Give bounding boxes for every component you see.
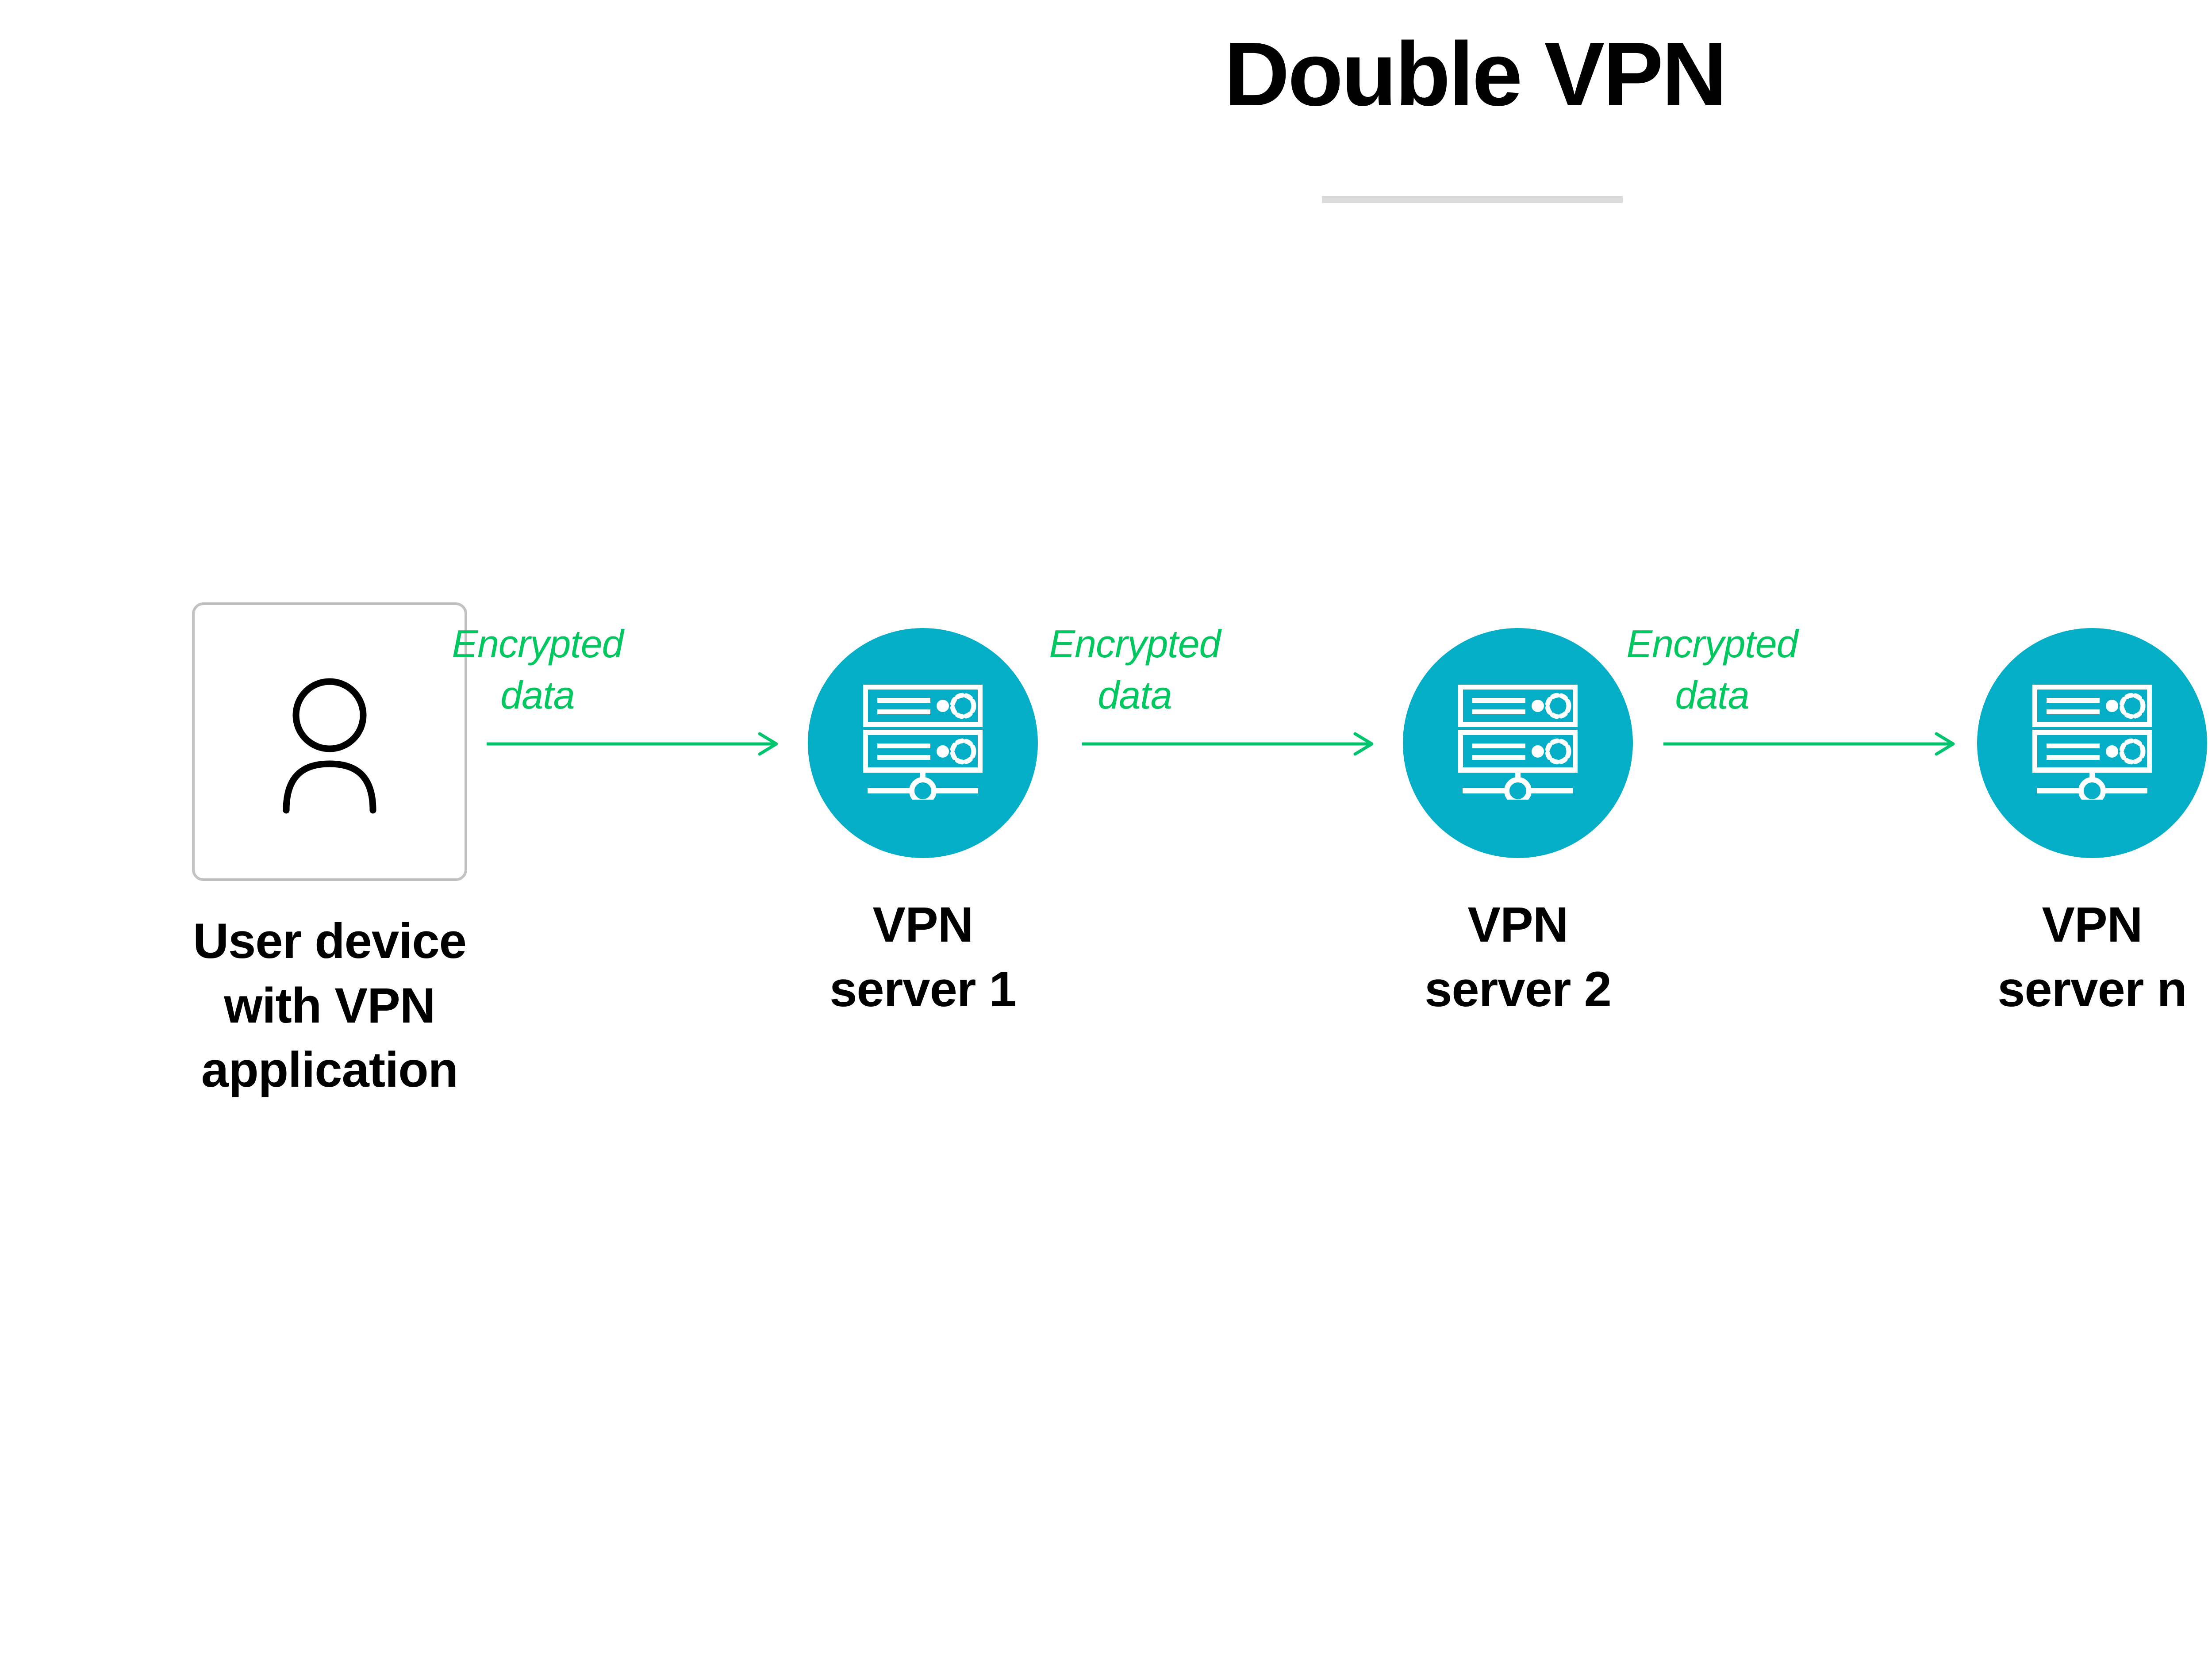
connector-arrow-2 bbox=[1082, 731, 1376, 757]
caption-vpn-server-2: VPN server 2 bbox=[1425, 897, 1612, 1017]
server-rack-icon bbox=[1458, 684, 1578, 805]
connector-arrow-1 bbox=[487, 731, 781, 757]
server-rack-icon bbox=[2032, 684, 2152, 805]
server-rack-icon bbox=[863, 684, 983, 805]
person-icon bbox=[195, 605, 465, 878]
caption-vpn-server-1: VPN server 1 bbox=[830, 897, 1017, 1017]
connector-label-1: Encrypted data bbox=[452, 622, 623, 717]
caption-vpn-server-n: VPN server n bbox=[1997, 897, 2187, 1017]
vpn-server-n-circle bbox=[1977, 628, 2207, 858]
caption-user-device: User device with VPN application bbox=[193, 913, 467, 1098]
vpn-server-1-circle bbox=[808, 628, 1038, 858]
connector-arrow-3 bbox=[1663, 731, 1958, 757]
title-divider bbox=[1322, 196, 1623, 203]
connector-label-4: Decrypted data sent to target bbox=[2185, 571, 2212, 724]
page-title: Double VPN bbox=[1224, 23, 1727, 125]
vpn-server-2-circle bbox=[1403, 628, 1633, 858]
connector-label-2: Encrypted data bbox=[1049, 622, 1221, 717]
connector-label-3: Encrypted data bbox=[1626, 622, 1798, 717]
user-device-box bbox=[192, 602, 467, 881]
